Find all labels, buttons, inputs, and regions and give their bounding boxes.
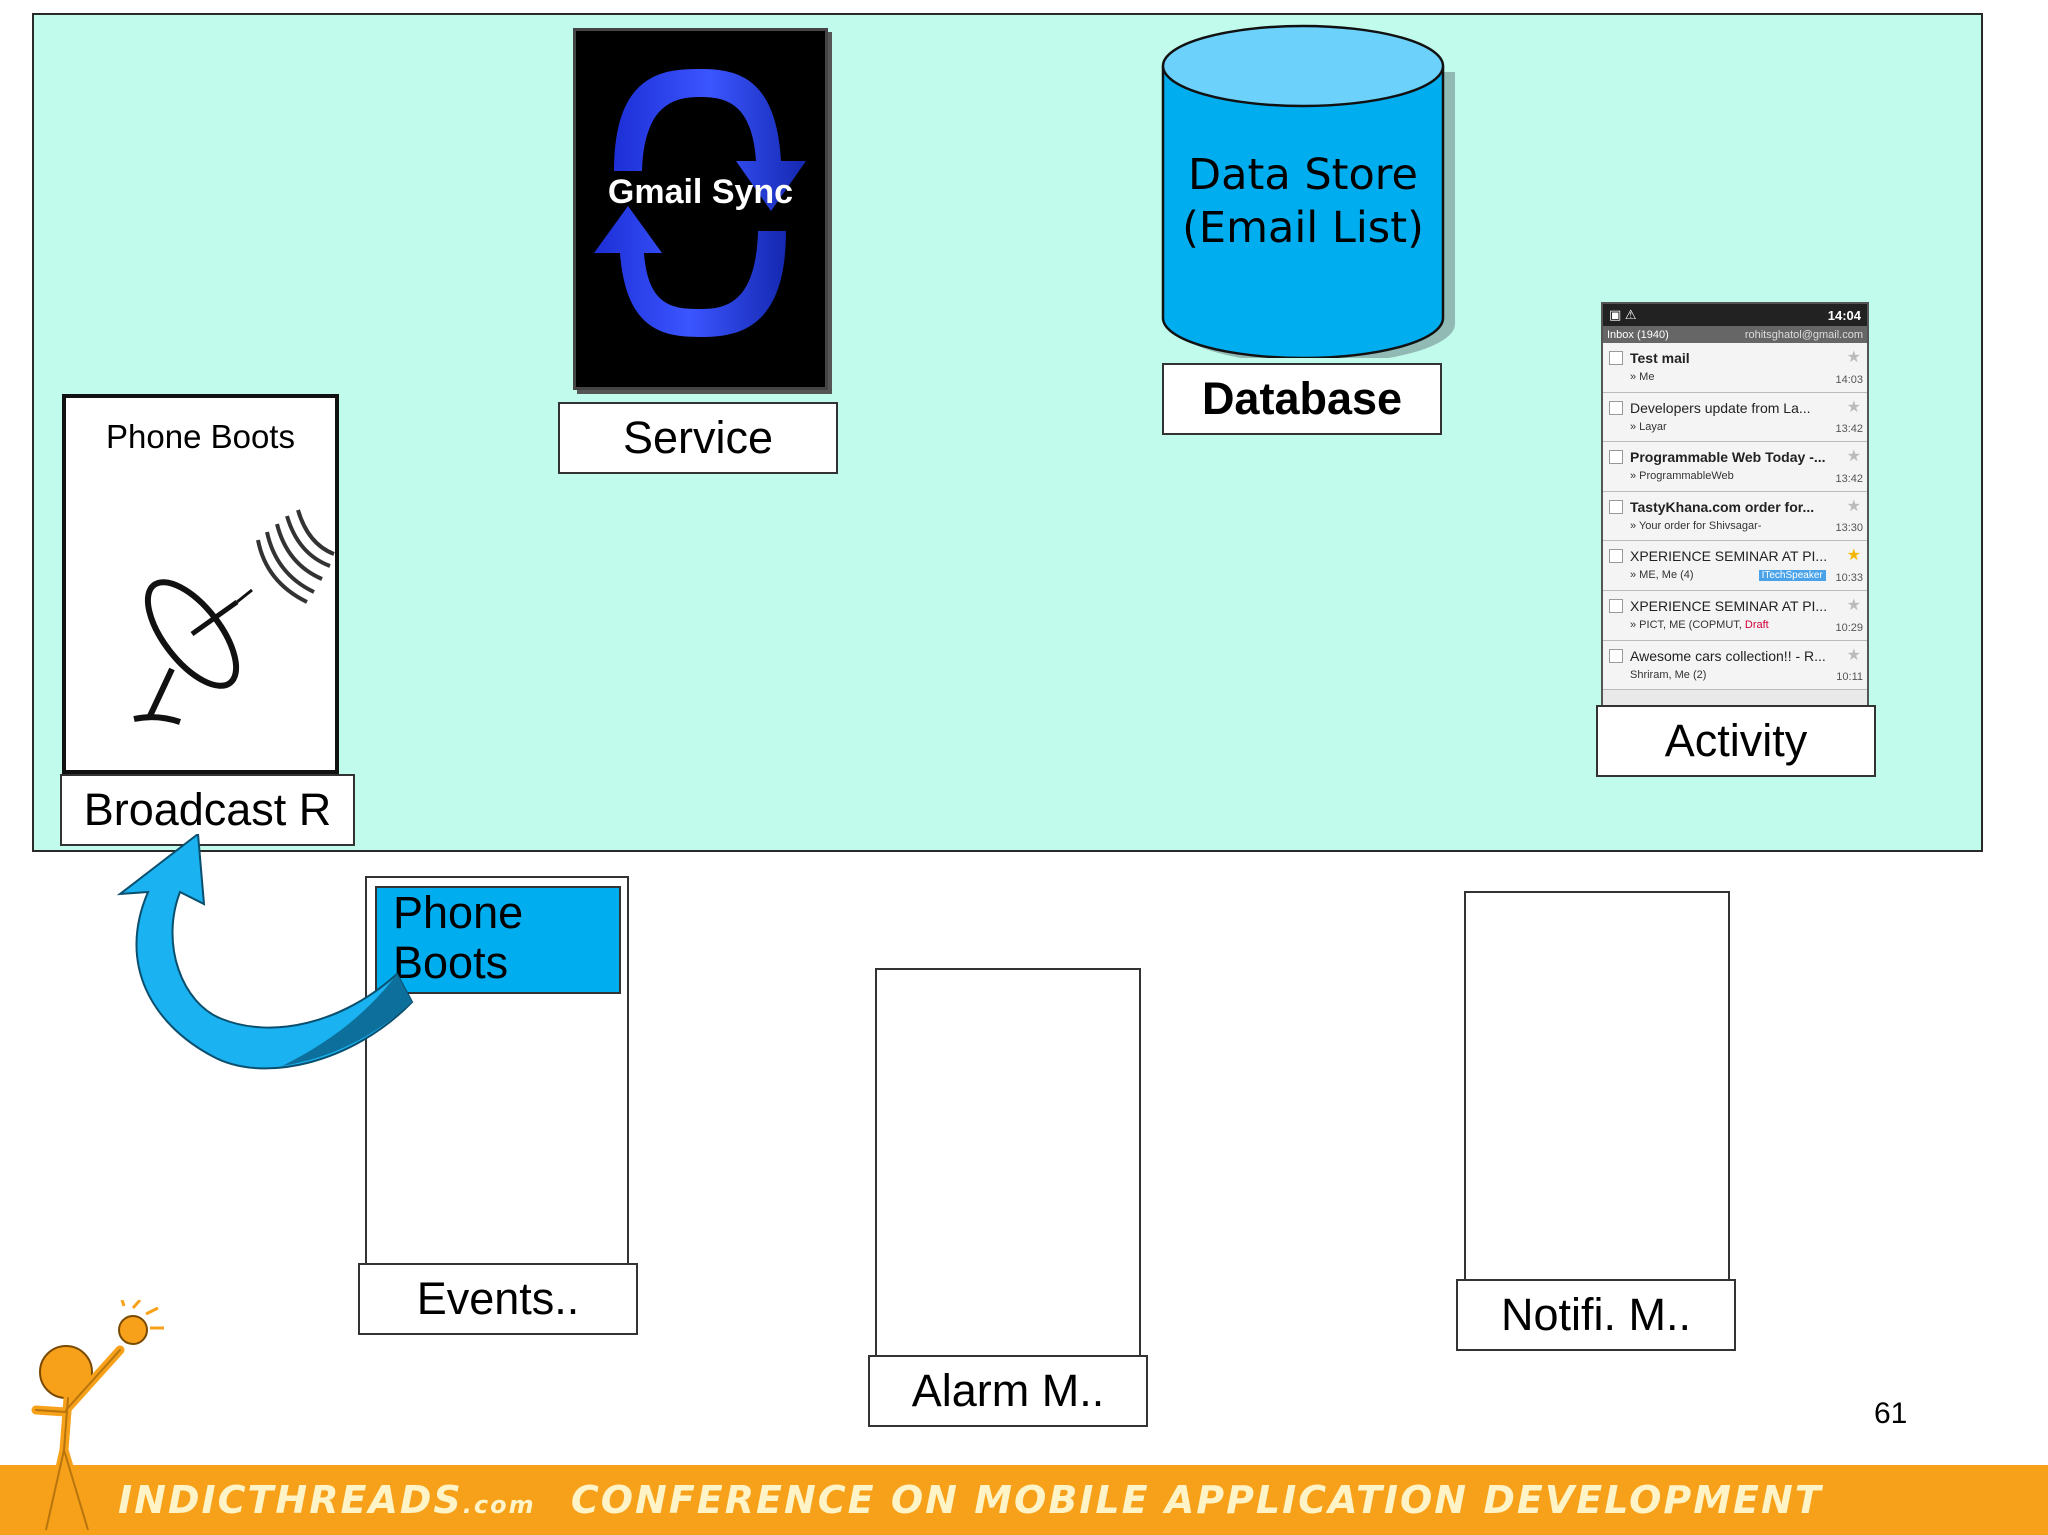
mail-time: 13:30: [1835, 522, 1863, 535]
footer-dotcom: .com: [462, 1491, 536, 1519]
mail-row: Developers update from La... » Layar ★ 13:4…: [1603, 392, 1867, 443]
inbox-count: Inbox (1940): [1607, 328, 1669, 341]
gmail-inbox-screenshot: ▣ ⚠ 14:04 Inbox (1940) rohitsghatol@gmai…: [1601, 302, 1869, 707]
mail-time: 10:29: [1835, 621, 1863, 634]
footer-bar: [0, 1465, 2048, 1535]
mail-subject: Awesome cars collection!! - R...: [1630, 647, 1826, 664]
mail-subject: XPERIENCE SEMINAR AT PI...: [1630, 548, 1828, 565]
gmail-sync-graphic: Gmail Sync: [573, 28, 828, 390]
mail-checkbox: [1609, 450, 1623, 465]
mail-checkbox: [1609, 648, 1623, 663]
mail-row: TastyKhana.com order for... » Your order …: [1603, 491, 1867, 542]
mail-row: Programmable Web Today -... » Programmabl…: [1603, 442, 1867, 492]
footer-site: INDICTHREADS: [118, 1478, 463, 1522]
service-label: Service: [558, 402, 838, 474]
mail-subject: Developers update from La...: [1630, 399, 1811, 416]
database-cylinder-text-2: (Email List): [1182, 203, 1424, 253]
footer-text: INDICTHREADS.com CONFERENCE ON MOBILE AP…: [118, 1478, 1823, 1522]
slide-number: 61: [1874, 1397, 1908, 1430]
broadcast-label: Broadcast R: [60, 774, 355, 846]
mail-row: XPERIENCE SEMINAR AT PI... » PICT, ME (CO…: [1603, 590, 1867, 641]
mail-from: » Me: [1630, 371, 1655, 383]
star-icon: ★: [1846, 349, 1861, 366]
star-icon: ★: [1846, 497, 1861, 515]
mail-checkbox: [1609, 400, 1623, 415]
star-icon: ★: [1846, 596, 1861, 614]
events-box: Phone Boots: [365, 876, 629, 1266]
database-cylinder-text-1: Data Store: [1188, 150, 1418, 200]
satellite-dish-icon: [133, 509, 335, 725]
mail-label-tag: ITechSpeaker: [1758, 570, 1826, 582]
mail-from: » Layar: [1630, 420, 1667, 433]
mail-time: 10:33: [1835, 571, 1863, 584]
mail-checkbox: [1609, 499, 1623, 514]
notification-box: [1464, 891, 1730, 1281]
mail-time: 10:11: [1836, 671, 1863, 684]
mail-row: Test mail » Me ★ 14:03: [1603, 343, 1867, 393]
mail-subject: TastyKhana.com order for...: [1630, 498, 1815, 515]
mail-from: » ME, Me (4): [1630, 569, 1694, 582]
gmail-sync-overlay-text: Gmail Sync: [607, 173, 794, 211]
phone-boots-line-2: Boots: [393, 937, 509, 988]
mail-checkbox: [1609, 351, 1623, 365]
mail-subject: XPERIENCE SEMINAR AT PI...: [1630, 597, 1828, 614]
star-icon: ★: [1846, 547, 1861, 565]
mail-from: » Your order for Shivsagar-: [1630, 519, 1762, 532]
footer-tagline: CONFERENCE ON MOBILE APPLICATION DEVELOP…: [570, 1478, 1823, 1522]
phone-boots-line-1: Phone: [393, 887, 524, 938]
broadcast-caption: Phone Boots: [106, 418, 295, 455]
database-cylinder-icon: [1161, 24, 1455, 358]
mail-subject: Programmable Web Today -...: [1630, 449, 1826, 466]
mail-time: 14:03: [1835, 373, 1863, 386]
events-label: Events..: [358, 1263, 638, 1335]
mail-from: Shriram, Me (2): [1630, 668, 1707, 681]
mail-time: 13:42: [1835, 423, 1863, 436]
activity-label: Activity: [1596, 705, 1876, 777]
sync-arrows-icon: [594, 69, 806, 337]
mail-time: 13:42: [1835, 472, 1863, 485]
alarm-box: [875, 968, 1141, 1358]
phone-clock: 14:04: [1827, 307, 1861, 323]
mail-row: Awesome cars collection!! - R... Shriram,…: [1603, 640, 1867, 691]
mail-from: » ProgrammableWeb: [1630, 470, 1734, 483]
phone-boots-event: Phone Boots: [375, 886, 621, 994]
alarm-label: Alarm M..: [868, 1355, 1148, 1427]
star-icon: ★: [1846, 398, 1861, 416]
mail-checkbox: [1609, 549, 1623, 564]
database-label: Database: [1162, 363, 1442, 435]
broadcast-card: Phone Boots: [62, 394, 339, 774]
curved-arrow-icon: [116, 834, 414, 1070]
star-icon: ★: [1846, 646, 1861, 664]
account-email: rohitsghatol@gmail.com: [1744, 328, 1863, 341]
inbox-header: Inbox (1940) rohitsghatol@gmail.com: [1603, 326, 1867, 343]
mail-checkbox: [1609, 598, 1623, 613]
phone-status-bar: ▣ ⚠ 14:04: [1603, 304, 1867, 326]
mail-subject: Test mail: [1630, 350, 1690, 366]
mascot-logo-icon: [31, 1300, 164, 1530]
notification-icons: ▣ ⚠: [1609, 307, 1637, 322]
notification-label: Notifi. M..: [1456, 1279, 1736, 1351]
mail-draft-tag: Draft: [1744, 618, 1769, 631]
mail-from: » PICT, ME (COPMUT,: [1630, 618, 1742, 631]
star-icon: ★: [1846, 448, 1861, 466]
mail-row: XPERIENCE SEMINAR AT PI... » ME, Me (4) IT…: [1603, 541, 1867, 591]
